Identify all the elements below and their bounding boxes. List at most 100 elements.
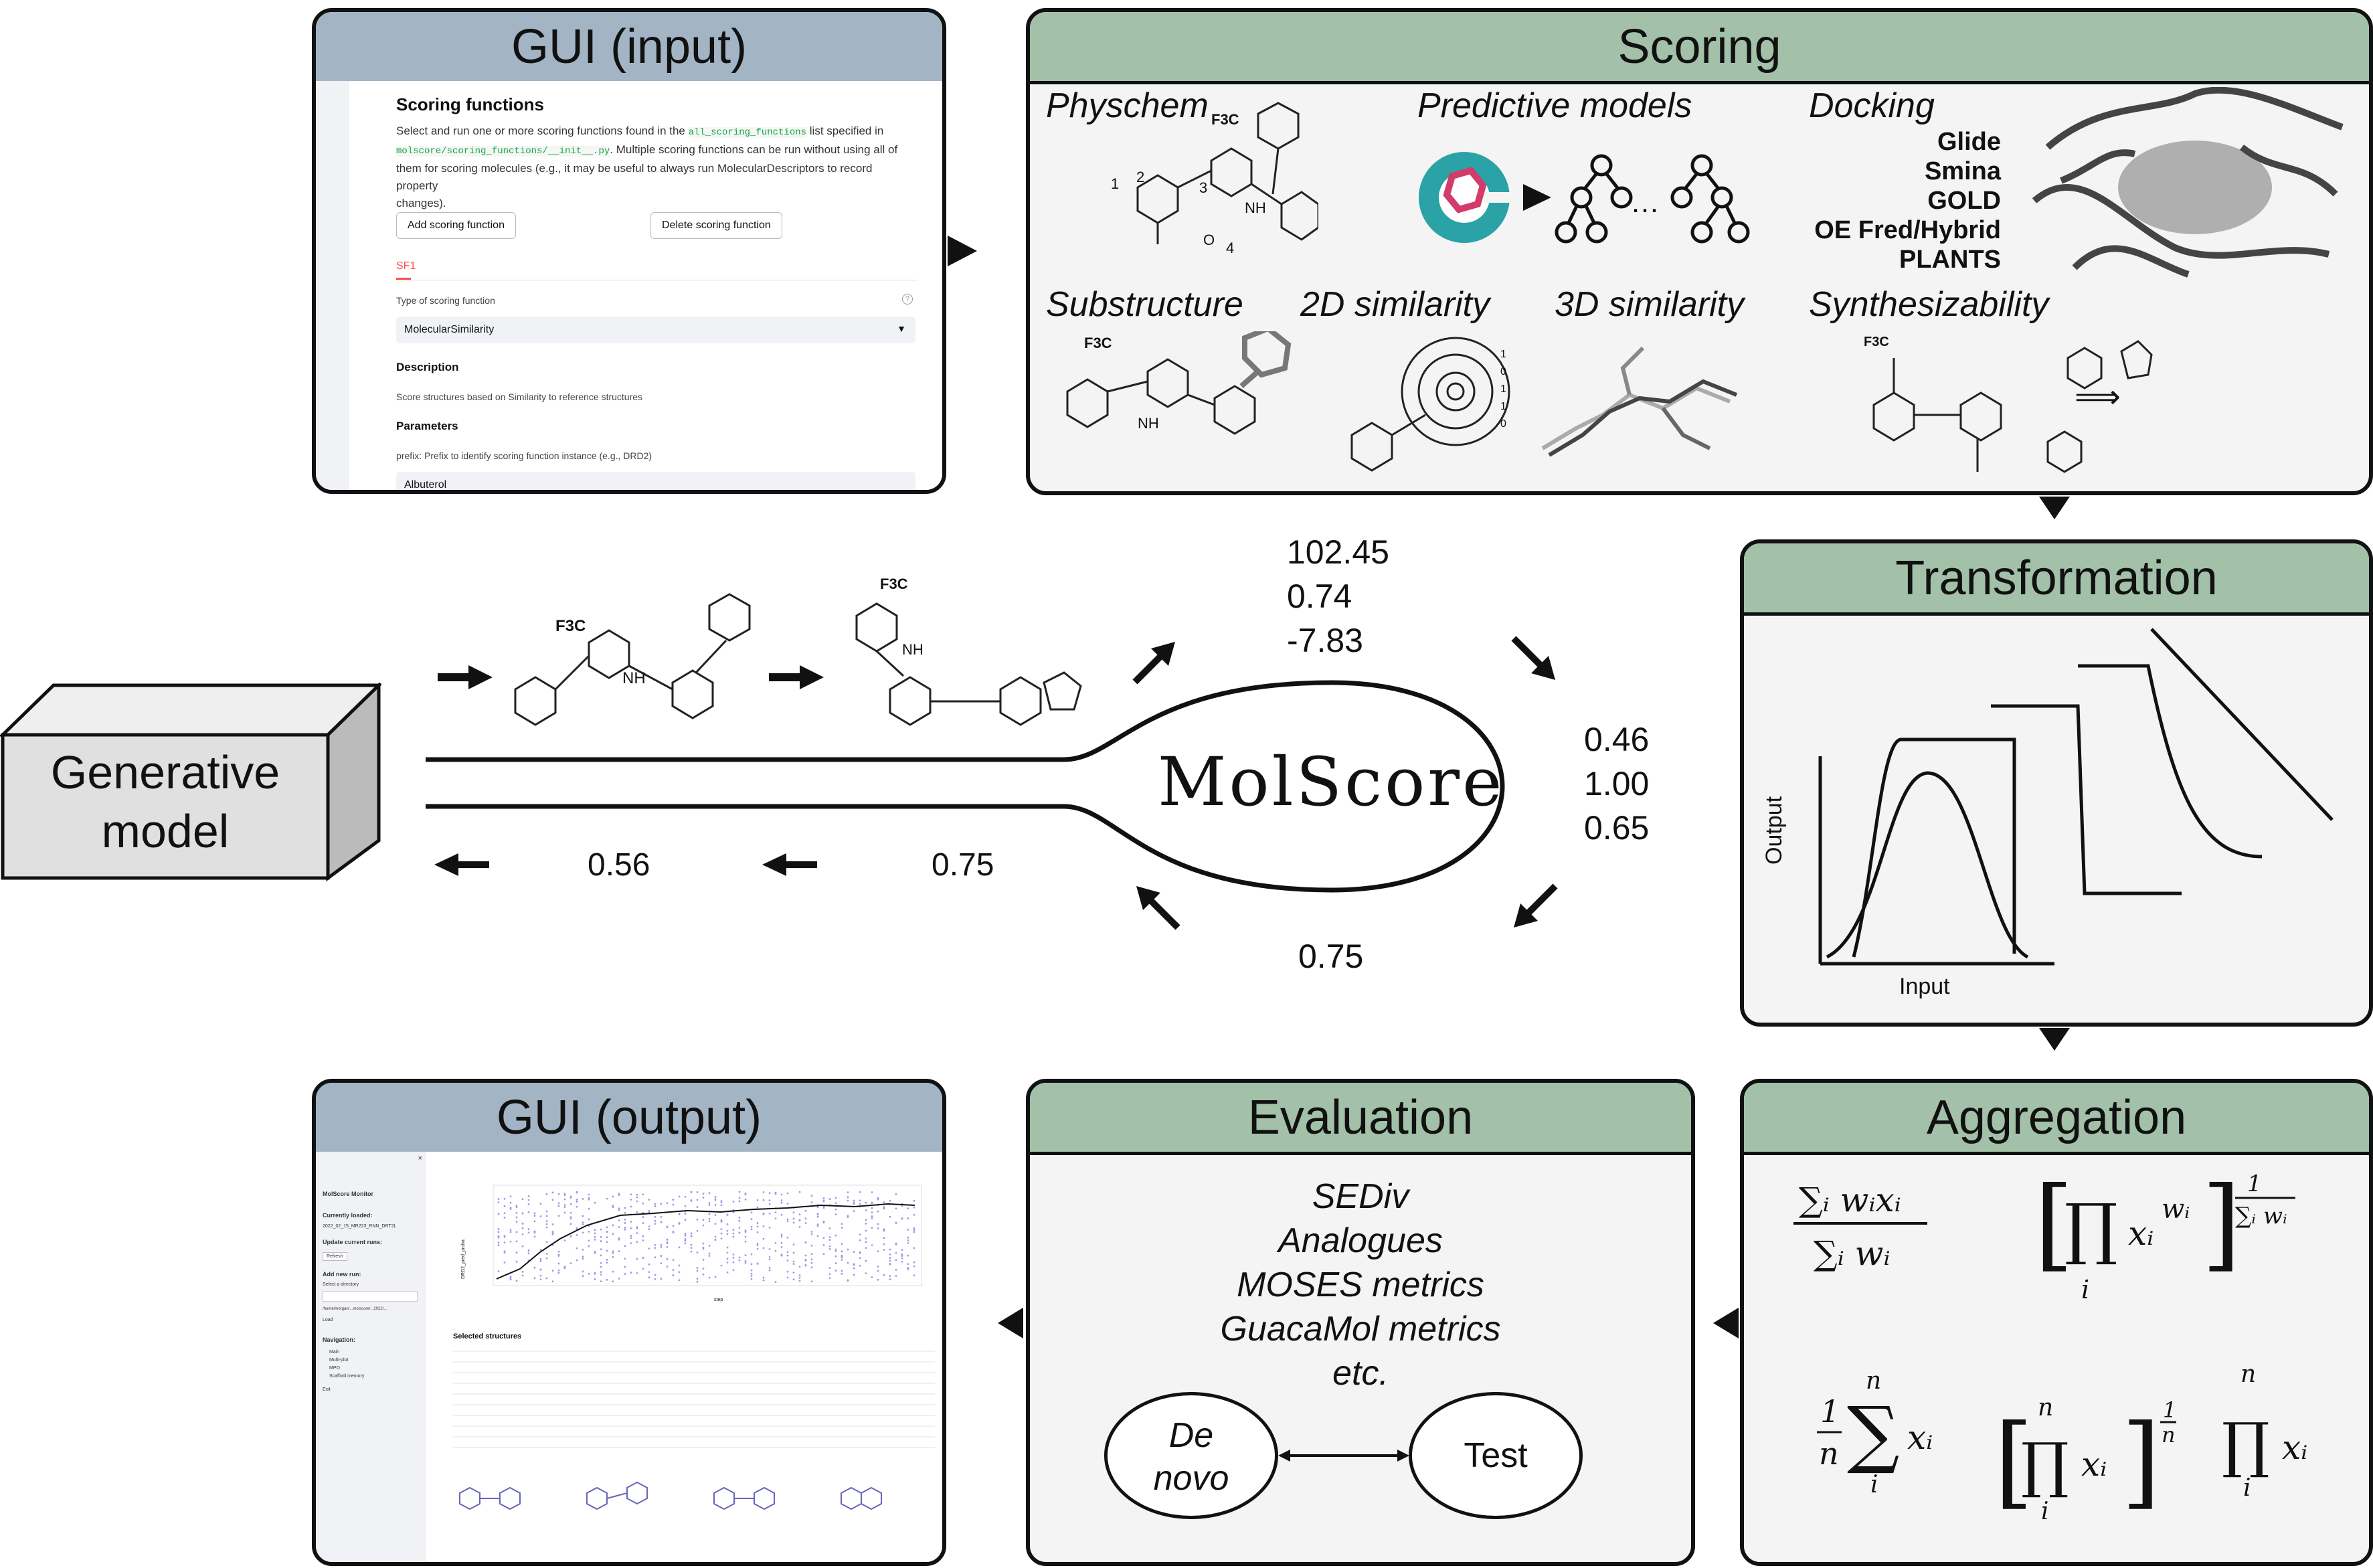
svg-text:n: n: [1819, 1435, 1839, 1472]
scatter-point: [895, 1242, 897, 1245]
scoring-header: Scoring: [1030, 12, 2369, 84]
gui-input-panel: GUI (input) Scoring functions Select and…: [312, 8, 946, 494]
scatter-point: [859, 1203, 861, 1205]
scatter-point: [636, 1211, 638, 1213]
scatter-point: [503, 1250, 506, 1253]
de-novo-test-connector: [1278, 1450, 1409, 1462]
sf-desc-e: changes).: [396, 197, 446, 209]
scatter-point: [871, 1207, 873, 1209]
scatter-point: [696, 1251, 699, 1253]
scatter-point: [582, 1257, 584, 1260]
monitor-plot-xlabel: step: [714, 1298, 723, 1302]
scatter-point: [756, 1225, 759, 1228]
scatter-point: [636, 1200, 638, 1203]
scatter-point: [744, 1261, 747, 1264]
sf-type-label: Type of scoring function: [396, 295, 495, 306]
scatter-point: [618, 1209, 620, 1211]
scatter-point: [557, 1202, 560, 1205]
arrow-transformation-to-aggregation: [2039, 1028, 2070, 1051]
scatter-point: [515, 1205, 518, 1207]
svg-text:i: i: [2081, 1275, 2089, 1304]
refresh-button[interactable]: Refresh: [323, 1252, 347, 1261]
scatter-point: [750, 1263, 753, 1266]
scatter-point: [557, 1193, 560, 1195]
scatter-point: [600, 1266, 602, 1268]
scatter-point: [521, 1212, 524, 1215]
scatter-point: [606, 1197, 608, 1200]
select-dir-label: Select a directory: [323, 1282, 359, 1287]
nav-radio-main[interactable]: Main: [329, 1350, 340, 1355]
nav-radio-scaffold-memory[interactable]: Scaffold memory: [329, 1374, 365, 1379]
load-button[interactable]: Load: [323, 1318, 333, 1322]
scatter-point: [515, 1211, 518, 1214]
delete-scoring-function-button[interactable]: Delete scoring function: [650, 212, 782, 239]
svg-text:xᵢ: xᵢ: [1907, 1418, 1933, 1457]
scatter-point: [750, 1275, 753, 1278]
scatter-point: [762, 1279, 765, 1282]
scatter-point: [539, 1249, 542, 1251]
scatter-point: [708, 1252, 711, 1255]
directory-select[interactable]: [323, 1291, 418, 1302]
scatter-point: [816, 1235, 819, 1237]
physchem-cf3: F3C: [1211, 111, 1239, 128]
scatter-point: [901, 1257, 903, 1259]
scatter-point: [853, 1274, 855, 1276]
scatter-point: [841, 1254, 843, 1257]
scatter-point: [497, 1198, 500, 1201]
scatter-point: [847, 1191, 849, 1194]
scatter-point: [834, 1248, 837, 1251]
transformation-panel: Transformation: [1740, 539, 2373, 1027]
generative-model-line2: model: [101, 805, 230, 857]
scatter-point: [828, 1239, 831, 1241]
sf-type-select[interactable]: MolecularSimilarity ▼: [396, 317, 915, 343]
decision-tree-icon: [1555, 154, 1633, 244]
score-right-1: 0.46: [1584, 721, 1650, 758]
scatter-point: [720, 1219, 723, 1221]
scatter-point: [750, 1218, 753, 1221]
scatter-point: [708, 1276, 711, 1279]
scatter-point: [895, 1269, 897, 1271]
add-scoring-function-button[interactable]: Add scoring function: [396, 212, 516, 239]
scatter-point: [762, 1191, 765, 1193]
scatter-point: [720, 1220, 723, 1223]
sf-prefix-value: Albuterol: [404, 479, 447, 491]
scatter-point: [576, 1191, 578, 1194]
scatter-point: [642, 1216, 644, 1219]
scatter-point: [877, 1198, 879, 1201]
scatter-point: [606, 1226, 608, 1229]
scatter-point: [853, 1201, 855, 1204]
scatter-point: [762, 1237, 765, 1240]
scatter-point: [497, 1244, 500, 1246]
scatter-point: [654, 1274, 656, 1276]
close-icon[interactable]: ×: [418, 1154, 422, 1162]
transformation-title: Transformation: [1895, 551, 2218, 605]
nav-radio-mpo[interactable]: MPO: [329, 1366, 340, 1371]
scatter-point: [859, 1264, 861, 1267]
scatter-point: [853, 1210, 855, 1213]
transformation-curves: [1818, 628, 2334, 966]
scatter-point: [636, 1272, 638, 1274]
exit-button[interactable]: Exit: [323, 1387, 331, 1392]
scatter-point: [539, 1258, 542, 1261]
scatter-point: [726, 1214, 729, 1216]
nav-radio-multi-plot[interactable]: Multi-plot: [329, 1358, 349, 1363]
scatter-point: [654, 1247, 656, 1249]
scatter-point: [889, 1275, 891, 1277]
scatter-point: [792, 1272, 795, 1274]
sf-tab-underline: [396, 278, 411, 280]
scatter-point: [636, 1257, 638, 1260]
scatter-point: [804, 1217, 807, 1220]
scatter-point: [732, 1201, 735, 1203]
scatter-point: [780, 1246, 783, 1248]
scatter-point: [798, 1219, 801, 1221]
sf-tab-sf1[interactable]: SF1: [396, 260, 416, 272]
scatter-point: [569, 1262, 572, 1265]
scatter-point: [503, 1251, 506, 1254]
scatter-point: [654, 1219, 656, 1222]
scatter-point: [762, 1213, 765, 1215]
scatter-point: [798, 1276, 801, 1279]
sf-prefix-input[interactable]: Albuterol: [396, 472, 915, 491]
score-bottom: 0.75: [1298, 938, 1364, 975]
scatter-point: [690, 1247, 693, 1249]
scatter-point: [515, 1260, 518, 1263]
